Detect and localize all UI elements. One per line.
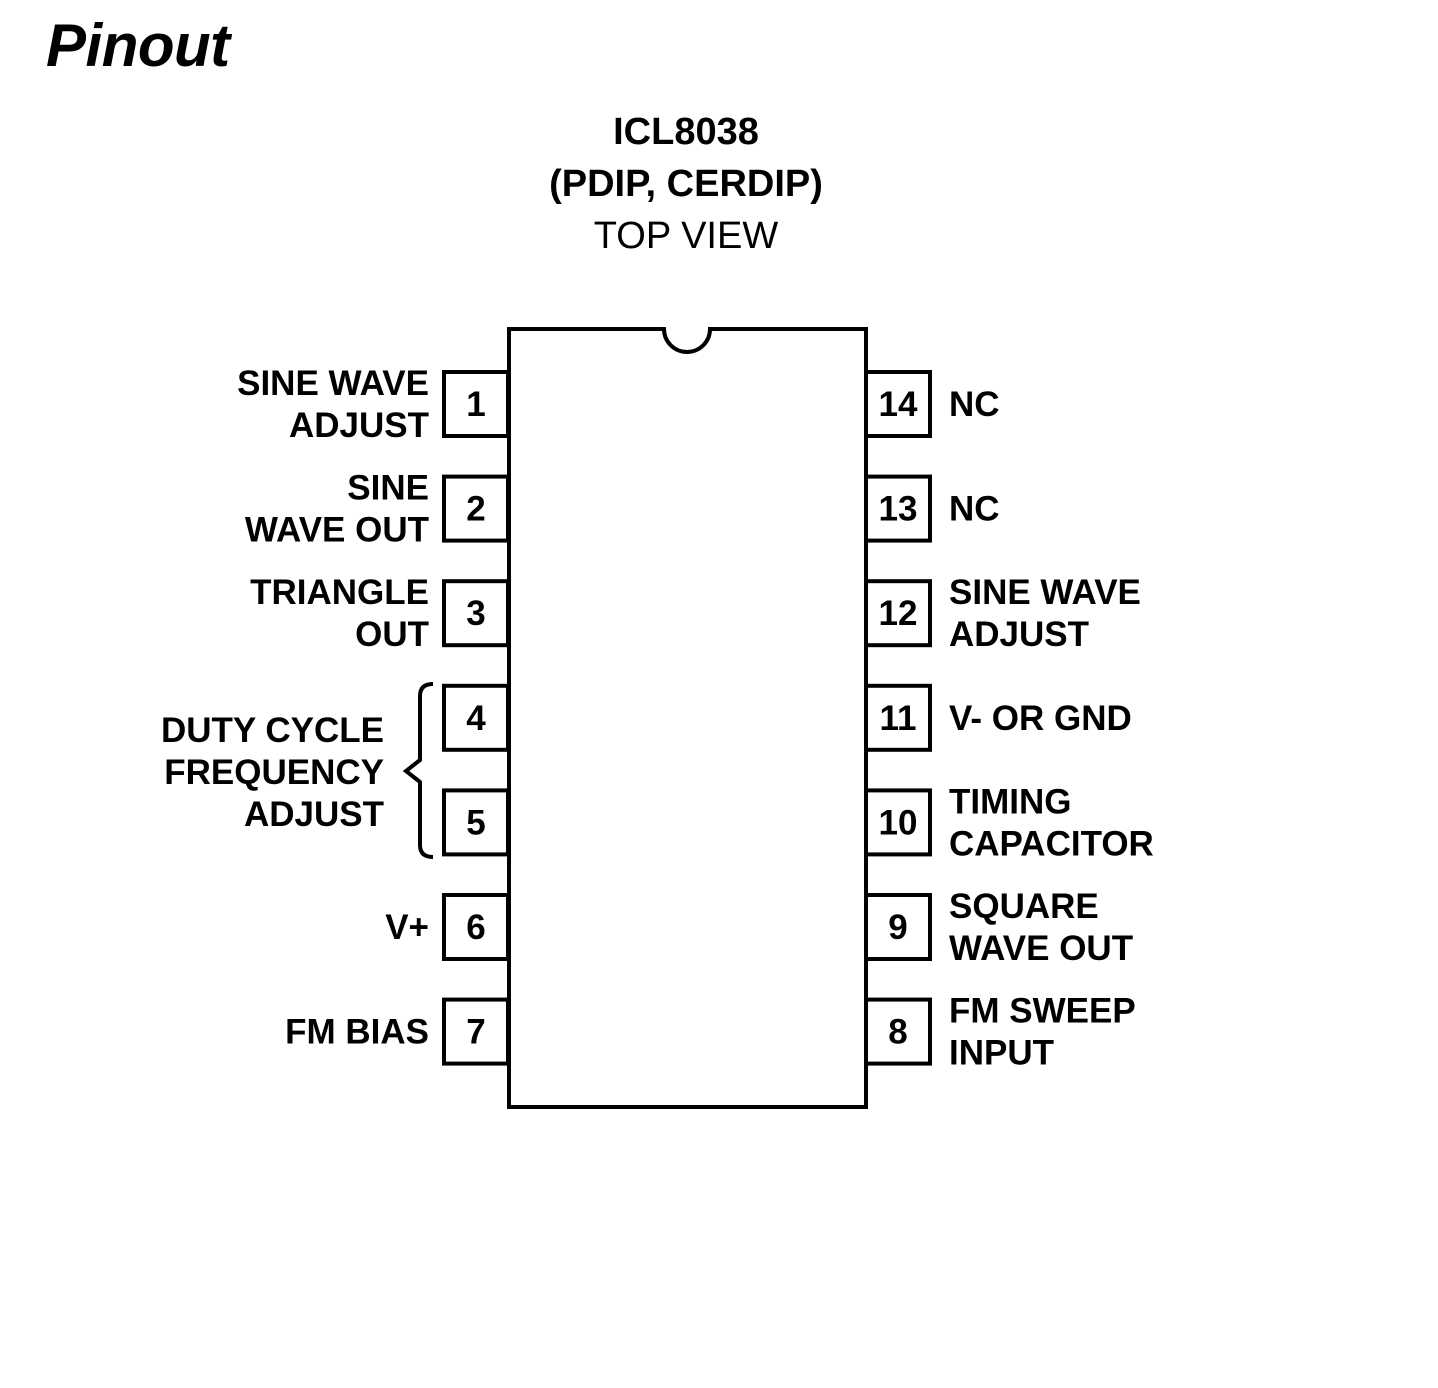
- pin-1-number: 1: [466, 385, 485, 424]
- pin-10-number: 10: [879, 803, 918, 842]
- pin-3-box: [442, 579, 510, 648]
- pin-9-label: SQUARE: [949, 887, 1099, 926]
- pin-9-box: [864, 893, 932, 961]
- pin-8-label: INPUT: [949, 1034, 1054, 1073]
- view-label: TOP VIEW: [593, 215, 779, 257]
- pin-10-label: CAPACITOR: [949, 824, 1154, 863]
- pin-11-number: 11: [880, 699, 917, 738]
- pin-2-label: WAVE OUT: [245, 511, 429, 550]
- pin-3-number: 3: [466, 594, 485, 633]
- pin-8-number: 8: [888, 1013, 907, 1052]
- pin-6-label: V+: [385, 908, 429, 947]
- pin-12-box: [864, 579, 932, 648]
- pin-8-box: [864, 997, 932, 1066]
- pin-7-box: [442, 997, 510, 1066]
- pin-1-label: SINE WAVE: [237, 364, 429, 403]
- pin-10-label: TIMING: [949, 782, 1071, 821]
- pin-2-box: [442, 474, 510, 543]
- pin-1-label: ADJUST: [289, 406, 429, 445]
- pin-14-label: NC: [949, 385, 1000, 424]
- pin-6-number: 6: [466, 908, 485, 947]
- pin-7-label: FM BIAS: [285, 1013, 429, 1052]
- pin-14-number: 14: [879, 385, 918, 424]
- pin-7-number: 7: [466, 1013, 485, 1052]
- pin-2-number: 2: [466, 490, 485, 529]
- section-title: Pinout: [46, 12, 230, 79]
- pin-4-number: 4: [466, 699, 486, 738]
- pin-12-number: 12: [879, 594, 918, 633]
- group-label-line: DUTY CYCLE: [161, 711, 384, 750]
- part-number: ICL8038: [613, 111, 759, 153]
- pin-2-label: SINE: [347, 469, 429, 508]
- pin-12-label: SINE WAVE: [949, 573, 1141, 612]
- pin-3-label: TRIANGLE: [250, 573, 429, 612]
- pin-13-box: [864, 474, 932, 543]
- pin-9-label: WAVE OUT: [949, 929, 1133, 968]
- device-header: ICL8038 (PDIP, CERDIP) TOP VIEW: [0, 106, 1372, 262]
- pin-1-box: [442, 370, 510, 438]
- pin-13-label: NC: [949, 490, 1000, 529]
- pin-11-box: [864, 683, 932, 752]
- pin-10-box: [864, 788, 932, 857]
- pin-4-box: [442, 683, 510, 752]
- pin-8-label: FM SWEEP: [949, 992, 1136, 1031]
- pin-5-box: [442, 788, 510, 857]
- pin-14-box: [864, 370, 932, 438]
- pin-12-label: ADJUST: [949, 615, 1089, 654]
- pin-6-box: [442, 893, 510, 961]
- pin-5-number: 5: [466, 803, 485, 842]
- group-brace: [402, 682, 434, 859]
- group-label-line: FREQUENCY: [164, 753, 384, 792]
- pin-9-number: 9: [888, 908, 907, 947]
- pin-13-number: 13: [879, 490, 918, 529]
- pin-11-label: V- OR GND: [949, 699, 1132, 738]
- package-types: (PDIP, CERDIP): [549, 163, 823, 205]
- group-label-line: ADJUST: [244, 795, 384, 834]
- pin-3-label: OUT: [355, 615, 429, 654]
- ic-body: [507, 327, 868, 1109]
